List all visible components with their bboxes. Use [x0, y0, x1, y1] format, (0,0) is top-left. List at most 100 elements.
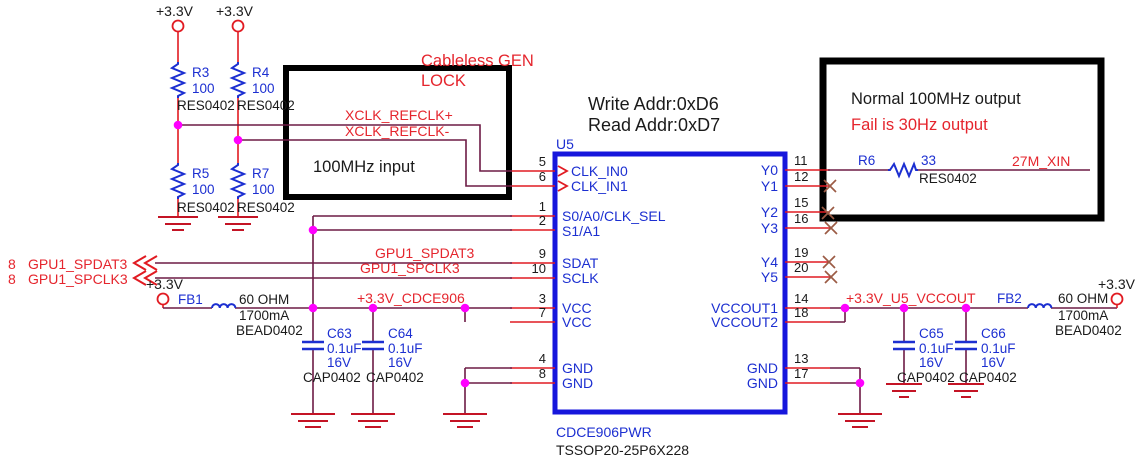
pin-number: 2 [539, 213, 546, 228]
junction-dot [840, 303, 850, 313]
wire-xclk-refclk-n [238, 139, 512, 187]
nc-x-icon-pin15 [821, 206, 835, 220]
pin-name: GND [747, 375, 778, 391]
resistor-symbol-r6 [888, 161, 918, 179]
pin-name: Y3 [761, 220, 778, 236]
junction-dot [308, 303, 318, 313]
pin-number: 13 [794, 351, 808, 366]
gnd-pin-4-8-wires [464, 367, 512, 413]
decoupling-left [291, 308, 512, 428]
resistor-symbol-r7 [229, 163, 247, 199]
fb1-footprint: BEAD0402 [236, 323, 303, 338]
r3-footprint: RES0402 [177, 98, 235, 113]
r6-value: 33 [921, 153, 936, 168]
output-fail-note: Fail is 30Hz output [851, 116, 988, 134]
pin-name: VCC [562, 300, 592, 316]
pin-number: 12 [794, 169, 808, 184]
power-net-label: +3.3V [1098, 276, 1136, 292]
c63-value: 0.1uF [327, 341, 362, 356]
clk-in1-input-arrow-icon [557, 180, 569, 192]
left-pin-names: CLK_IN0 CLK_IN1 S0/A0/CLK_SEL S1/A1 SDAT… [562, 163, 666, 391]
pin-number: 7 [539, 305, 546, 320]
offpage-connector-icon [132, 255, 158, 271]
ferrite-bead-symbol-fb1 [211, 303, 237, 309]
page-ref: 8 [8, 256, 16, 272]
pin-name: GND [747, 360, 778, 376]
gen-lock-note-line2: LOCK [421, 72, 466, 90]
c64-footprint: CAP0402 [366, 370, 424, 385]
fb1-current: 1700mA [239, 308, 289, 323]
ferrite-bead-symbol-fb2 [1027, 303, 1053, 309]
no-connect-marks [821, 179, 838, 284]
pin-number: 18 [794, 305, 808, 320]
pin-number: 8 [539, 366, 546, 381]
power-net-label: +3.3V [146, 276, 184, 292]
chip-part-number: CDCE906PWR [556, 424, 652, 440]
net-label-gpu1-spdat3: GPU1_SPDAT3 [28, 256, 128, 272]
pin-name: GND [562, 375, 593, 391]
net-label-xclk-refclk-p: XCLK_REFCLK+ [345, 107, 453, 123]
r7-footprint: RES0402 [237, 200, 295, 215]
r5-footprint: RES0402 [177, 200, 235, 215]
r4-footprint: RES0402 [237, 98, 295, 113]
capacitor-symbol-c66 [955, 340, 977, 351]
c65-ref: C65 [919, 326, 944, 341]
right-pin-names: Y0 Y1 Y2 Y3 Y4 Y5 VCCOUT1 VCCOUT2 GND GN… [711, 162, 778, 391]
output-normal-note: Normal 100MHz output [851, 90, 1021, 108]
read-addr-note: Read Addr:0xD7 [588, 115, 720, 135]
chip-package: TSSOP20-25P6X228 [556, 442, 689, 458]
pin-name: VCC [562, 314, 592, 330]
junction-dot [460, 378, 470, 388]
junction-dot [233, 135, 243, 145]
fb1-ref: FB1 [178, 292, 203, 307]
pin-number: 1 [539, 199, 546, 214]
r5-value: 100 [192, 182, 215, 197]
power-net-label: +3.3V [156, 3, 194, 19]
left-pin-numbers: 5 6 1 2 9 10 3 7 4 8 [532, 154, 546, 381]
c63-footprint: CAP0402 [303, 370, 361, 385]
resistor-symbol-r4 [229, 62, 247, 98]
r6-footprint: RES0402 [919, 171, 977, 186]
c65-value: 0.1uF [919, 341, 954, 356]
net-label-27m-xin: 27M_XIN [1012, 153, 1070, 169]
capacitor-symbol-c65 [893, 340, 915, 351]
pullup-network [158, 19, 258, 231]
chip-u5: U5 CDCE906PWR TSSOP20-25P6X228 [552, 136, 788, 458]
output-highlight-box [819, 57, 1105, 222]
fb2-value: 60 OHM [1058, 291, 1108, 306]
power-terminal-icon [1110, 292, 1124, 306]
pin-number: 3 [539, 291, 546, 306]
wire-vcc-u5-vccout [830, 307, 1117, 323]
left-pin-stub-wires [510, 170, 555, 384]
pin-name: S0/A0/CLK_SEL [562, 208, 666, 224]
fb1-value: 60 OHM [239, 292, 289, 307]
resistor-symbol-r3 [169, 62, 187, 98]
r7-value: 100 [252, 182, 275, 197]
pin-number: 4 [539, 351, 546, 366]
pin-name: S1/A1 [562, 223, 600, 239]
pin-number: 11 [794, 153, 808, 168]
ground-symbol-icon [351, 413, 395, 428]
capacitor-symbol-c63 [302, 340, 324, 351]
power-terminal-icon [156, 292, 170, 306]
junction-dot [899, 303, 909, 313]
junction-dots [173, 120, 971, 388]
c63-voltage: 16V [327, 355, 351, 370]
ground-symbol-icon [291, 413, 335, 428]
pin-number: 16 [794, 211, 808, 226]
pin-name: GND [562, 360, 593, 376]
ground-symbol-icon [218, 216, 258, 231]
pin-name: Y2 [761, 204, 778, 220]
chip-left-pin-stubs [510, 165, 569, 384]
r3-ref: R3 [192, 65, 209, 80]
page-ref: 8 [8, 271, 16, 287]
fb2-footprint: BEAD0402 [1055, 323, 1122, 338]
pin-name: Y5 [761, 269, 778, 285]
pin-name: SDAT [562, 255, 599, 271]
pin-number: 9 [539, 246, 546, 261]
pin-name: Y0 [761, 162, 778, 178]
write-addr-note: Write Addr:0xD6 [588, 94, 719, 114]
gen-lock-highlight-box [283, 65, 512, 200]
